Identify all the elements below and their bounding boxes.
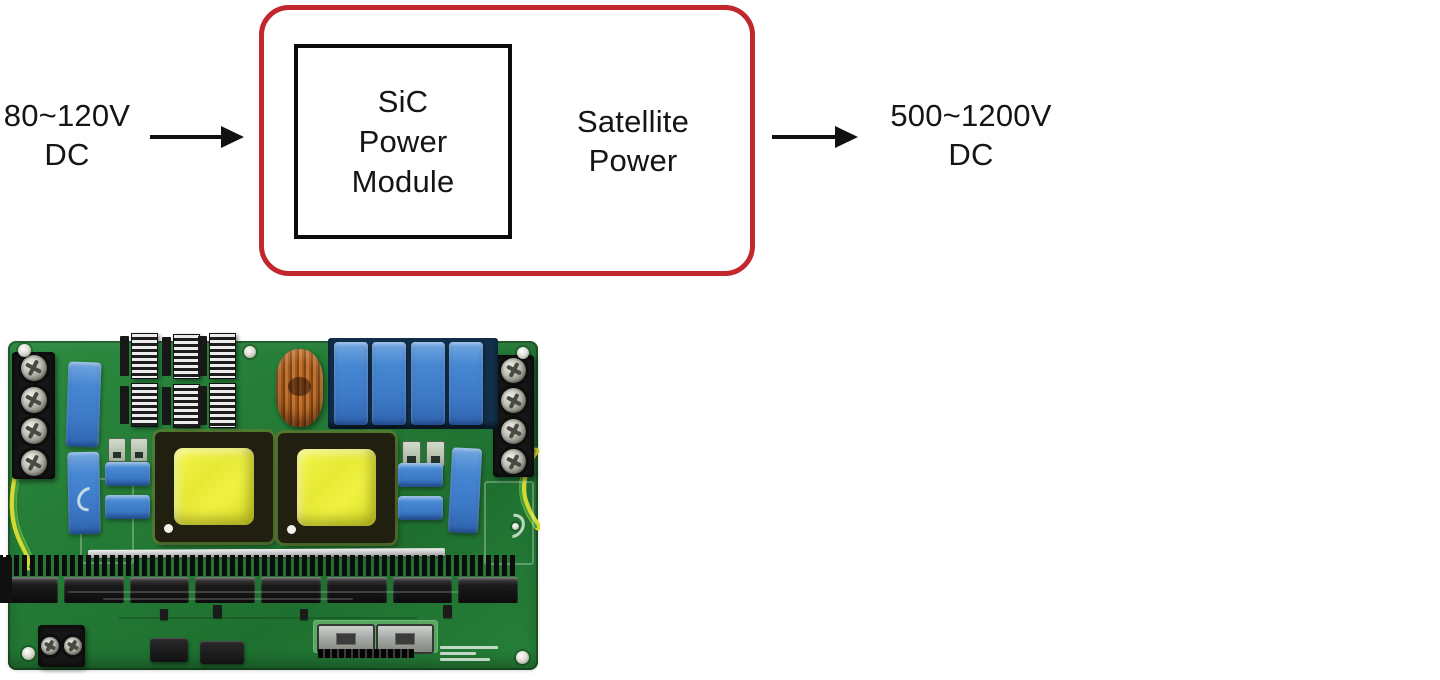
input-voltage-line2: DC <box>44 137 90 172</box>
mosfet-heatsink-row <box>0 555 518 603</box>
terminal-screw <box>501 357 526 383</box>
terminal-screw <box>20 386 47 413</box>
terminal-screw <box>20 450 47 477</box>
heatsink <box>120 383 158 427</box>
mounting-hole <box>517 347 529 359</box>
heatsink <box>198 333 236 379</box>
toroid-inductor <box>276 349 323 427</box>
module-line1: SiC <box>377 83 429 119</box>
film-capacitor <box>449 342 483 425</box>
mounting-hole <box>18 344 31 357</box>
heatsink-fins <box>0 555 518 576</box>
pcb-trace <box>103 598 353 600</box>
arrow-shaft <box>772 135 835 139</box>
mounting-hole <box>516 651 529 664</box>
arrow-shaft <box>150 135 221 139</box>
terminal-screw <box>40 637 59 655</box>
solder-pad <box>130 438 148 462</box>
transformer-dot <box>164 524 173 533</box>
ic-chip <box>150 638 188 662</box>
pcb-photo <box>0 333 540 670</box>
film-capacitor <box>411 342 445 425</box>
transistor <box>213 605 222 618</box>
transistor <box>443 605 452 618</box>
pcb-trace <box>68 591 458 593</box>
satellite-power-highlight-box: SiC Power Module Satellite Power <box>259 5 755 276</box>
output-voltage-label: 500~1200V DC <box>878 96 1064 174</box>
film-capacitor-small <box>398 463 443 487</box>
output-voltage-line2: DC <box>948 137 994 172</box>
film-capacitor <box>372 342 406 425</box>
heatsink-plate <box>392 577 453 603</box>
output-voltage-line1: 500~1200V <box>890 98 1052 133</box>
arrow-head <box>835 126 858 148</box>
heatsink-plates <box>0 577 518 603</box>
heatsink-plate <box>63 577 124 603</box>
heatsink-plate <box>458 577 518 603</box>
pin-header <box>318 649 414 658</box>
arrow-head <box>221 126 244 148</box>
heatsink-plate <box>326 577 387 603</box>
via-hole <box>512 523 519 530</box>
heatsink-plate <box>129 577 190 603</box>
transformer <box>278 433 395 543</box>
terminal-screw <box>20 354 47 381</box>
terminal-block-left <box>12 352 55 479</box>
heatsink <box>162 384 200 428</box>
film-capacitor <box>447 447 483 534</box>
heatsink <box>162 334 200 379</box>
terminal-screw <box>501 388 526 414</box>
transistor <box>300 609 308 620</box>
film-capacitor <box>334 342 368 425</box>
heatsink <box>120 333 158 379</box>
transistor <box>160 609 168 620</box>
transformer-dot <box>287 525 296 534</box>
sic-power-module-box: SiC Power Module <box>294 44 512 239</box>
satellite-line1: Satellite <box>576 104 690 139</box>
terminal-screw <box>64 637 83 655</box>
terminal-screw <box>501 449 526 475</box>
film-capacitor <box>65 361 102 448</box>
input-voltage-line1: 80~120V <box>3 98 131 133</box>
heatsink-plate <box>261 577 321 603</box>
arrow-right-icon <box>150 126 244 148</box>
sic-power-module-label: SiC Power Module <box>352 82 455 202</box>
transformer-tape <box>174 448 254 525</box>
terminal-screw <box>20 418 47 445</box>
module-line2: Power <box>358 123 448 159</box>
satellite-line2: Power <box>588 143 678 178</box>
transformer-tape <box>297 449 376 526</box>
terminal-block-right <box>493 355 534 477</box>
film-capacitor-small <box>105 495 150 519</box>
transformer <box>155 432 273 542</box>
satellite-power-label: Satellite Power <box>553 102 713 180</box>
film-capacitor-small <box>398 496 443 520</box>
film-capacitor-small <box>105 462 150 486</box>
arrow-right-icon <box>772 126 858 148</box>
terminal-screw <box>501 418 526 444</box>
pcb-trace <box>118 617 418 619</box>
heatsink-plate <box>195 577 255 603</box>
mounting-hole <box>244 346 256 358</box>
heatsink-tab <box>0 557 12 603</box>
ic-chip <box>200 641 244 664</box>
silkscreen-marking <box>440 646 498 661</box>
heatsink <box>198 383 236 428</box>
terminal-block-bottom <box>38 625 85 667</box>
input-voltage-label: 80~120V DC <box>0 96 142 174</box>
mounting-hole <box>22 647 35 660</box>
module-line3: Module <box>351 163 455 199</box>
solder-pad <box>108 438 126 462</box>
